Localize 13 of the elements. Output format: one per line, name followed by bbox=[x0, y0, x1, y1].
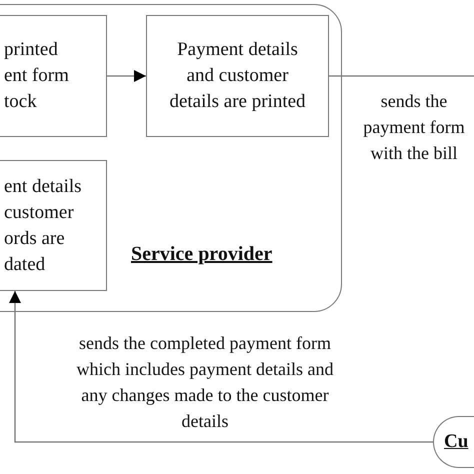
process-text: ent details customer ords are dated bbox=[4, 174, 83, 276]
process-box bbox=[0, 15, 107, 137]
arrow bbox=[107, 70, 146, 82]
connector-line bbox=[329, 75, 474, 77]
terminal-box bbox=[433, 416, 474, 468]
heading: Cu bbox=[444, 430, 468, 454]
process-text: printed ent form tock bbox=[4, 38, 70, 114]
heading: Service provider bbox=[131, 242, 272, 267]
process-box bbox=[146, 15, 329, 137]
arrow bbox=[9, 291, 433, 443]
container-box bbox=[0, 4, 342, 312]
process-box bbox=[0, 160, 107, 291]
process-text: Payment details and customer details are printed bbox=[169, 38, 306, 114]
